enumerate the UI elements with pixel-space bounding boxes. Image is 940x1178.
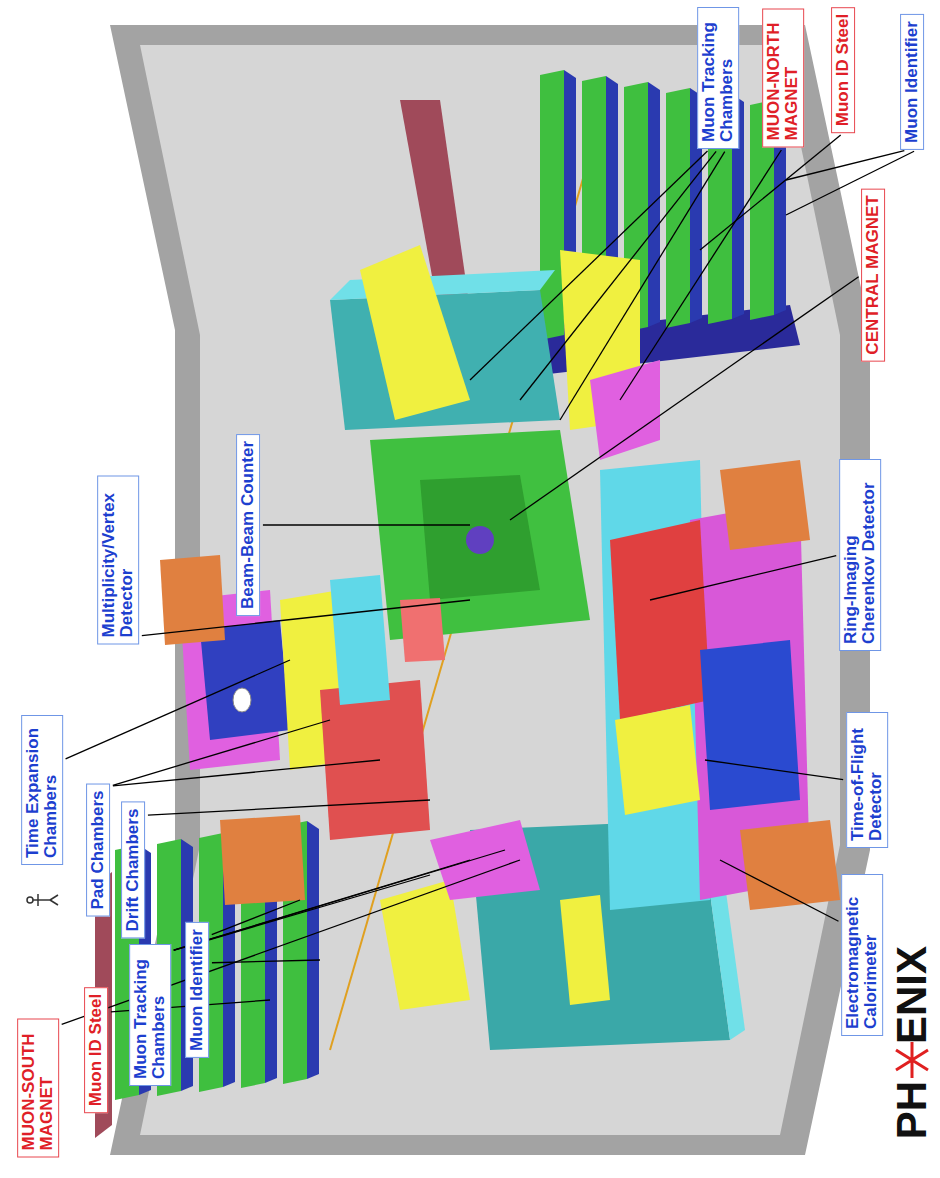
leader-line [520,151,716,400]
detector-label: Ring-Imaging Cherenkov Detector [839,459,881,651]
part-name: Time-of-Flight Detector [849,719,885,841]
scale-person-part [37,894,39,906]
east-arm-part [600,460,710,910]
part-name: Electromagnetic Calorimeter [844,881,880,1029]
east-arm [600,460,840,910]
part-name: Pad Chambers [89,790,107,909]
east-arm-part [720,460,810,550]
hall-floor-part [110,25,870,1155]
magnet-pole-part [560,895,610,1005]
scale-person [27,894,58,906]
magnet-pole-part [380,880,470,1010]
leader-line [786,151,914,215]
leader-line [263,524,470,525]
part-name: MUON-NORTH MAGNET [765,16,801,141]
west-arm-part [330,575,390,705]
leader-line [720,860,838,921]
detector-label: Muon Tracking Chambers [129,944,171,1086]
part-name: CENTRAL MAGNET [864,195,882,354]
detector-label: Drift Chambers [121,802,145,939]
detector-label: Electromagnetic Calorimeter [841,874,883,1036]
north-muon-arm-part [648,82,660,327]
east-arm-part [615,705,700,815]
magnet-pole-part [430,820,540,900]
logo-mark [896,1042,928,1078]
magnet-label: Muon ID Steel [84,987,108,1113]
logo-text: ENIX [891,946,933,1044]
hall-floor-part [140,45,840,1135]
detector-label: Pad Chambers [86,783,110,916]
leader-line [470,151,708,380]
part-name: Multiplicity/Vertex Detector [100,483,136,638]
scale-person-part [27,897,33,903]
leader-line [212,900,300,935]
leader-line [510,277,859,520]
scale-person-part [50,895,58,900]
magnet-label: MUON-NORTH MAGNET [762,9,804,148]
part-name: Ring-Imaging Cherenkov Detector [842,466,878,644]
leader-line [148,800,430,815]
detector-label: Beam-Beam Counter [236,434,260,616]
detector-label: Muon Identifier [900,14,924,150]
leader-line [620,150,781,400]
leader-line [700,135,841,250]
part-name: Muon Tracking Chambers [700,14,736,142]
magnet-label: Muon ID Steel [831,7,855,133]
north-muon-arm-part [666,88,690,328]
central-magnet-part [420,475,540,600]
north-muon-arm-part [540,70,564,340]
part-name: Drift Chambers [124,809,142,932]
west-arm-part [160,555,225,645]
part-name: MUON-SOUTH MAGNET [20,1026,56,1151]
hall-floor [110,25,870,1155]
west-arm-part [400,598,445,662]
detector-label: Muon Tracking Chambers [697,7,739,149]
west-arm-part [220,815,305,905]
scale-person-part [50,900,58,905]
detector-label: Time-of-Flight Detector [846,712,888,848]
south-muon-arm-part [307,821,319,1079]
part-name: Muon ID Steel [834,14,852,126]
detector-label: Time Expansion Chambers [21,715,63,865]
magnet-label: CENTRAL MAGNET [861,188,885,361]
leader-line [113,760,380,786]
east-arm-part [700,640,800,810]
rail [95,100,470,1138]
detector-label: Multiplicity/Vertex Detector [97,476,139,645]
leader-line [174,850,505,950]
leader-line [66,660,290,759]
leader-line [650,556,836,600]
leader-line [212,960,320,963]
magnet-label: MUON-SOUTH MAGNET [17,1019,59,1158]
leader-line [560,152,725,420]
detector-label: Muon Identifier [185,922,209,1058]
part-name: Beam-Beam Counter [239,441,257,609]
part-name: Muon Identifier [188,929,206,1051]
magnet-pole-part [590,360,660,460]
part-name: Muon ID Steel [87,994,105,1106]
part-name: Muon Identifier [903,21,921,143]
magnet-pole-part [360,245,470,420]
leader-line [142,600,470,636]
east-arm-part [610,520,710,720]
part-name: Muon Tracking Chambers [132,951,168,1079]
leader-line [705,760,843,780]
central-magnet-part [466,526,494,554]
logo-text: PH [891,1081,933,1139]
part-name: Time Expansion Chambers [24,722,60,858]
figure-blob [233,688,251,712]
scale-person-part [33,899,50,901]
